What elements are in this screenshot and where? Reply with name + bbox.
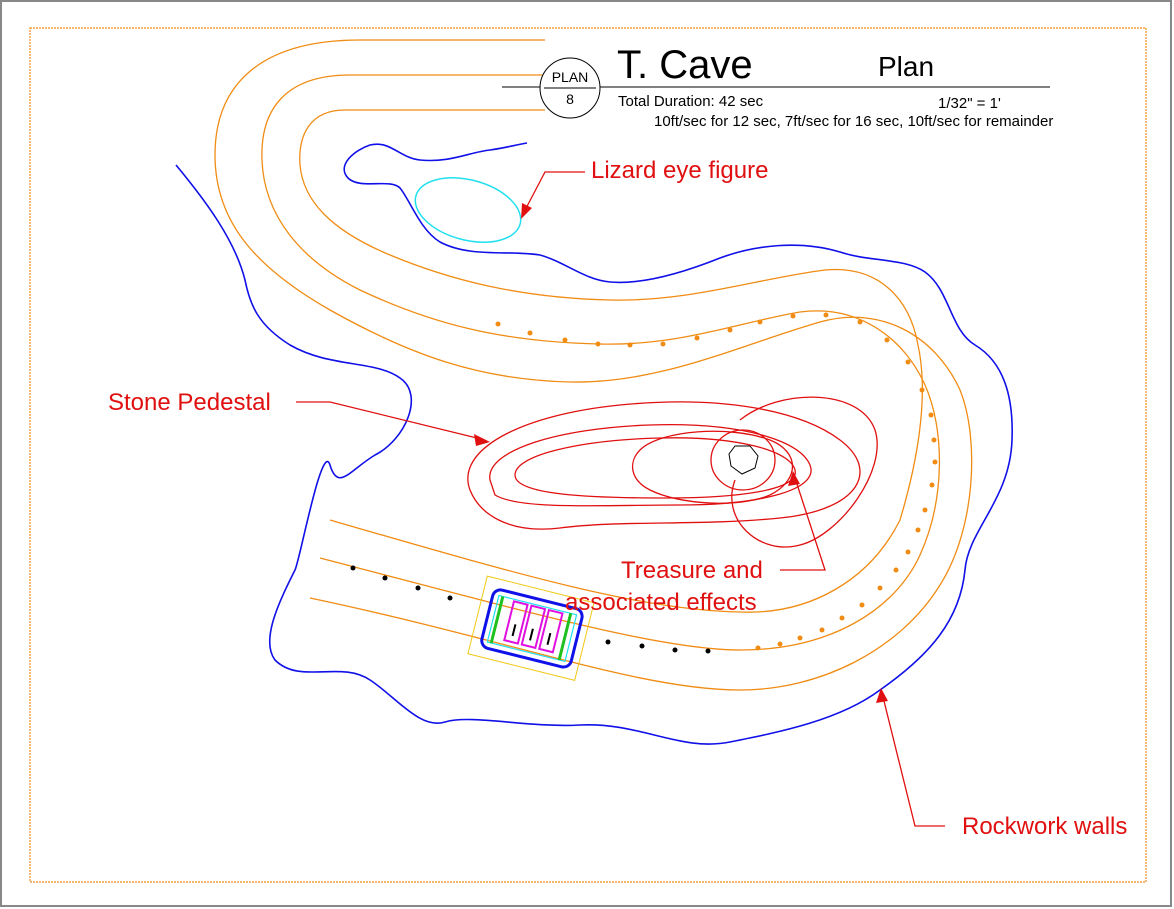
- plan-badge-number: 8: [566, 91, 574, 107]
- view-label: Plan: [878, 51, 934, 82]
- track-markers-black: [350, 565, 711, 654]
- plan-badge-label: PLAN: [552, 69, 589, 85]
- speed-text: 10ft/sec for 12 sec, 7ft/sec for 16 sec,…: [654, 113, 1053, 130]
- track-markers-orange: [495, 312, 938, 651]
- duration-text: Total Duration: 42 sec: [618, 93, 764, 110]
- drawing-title: T. Cave: [617, 43, 753, 87]
- callout-treasure-line1: Treasure and: [621, 557, 763, 584]
- callout-treasure-line2: associated effects: [565, 589, 757, 616]
- callout-rockwork-walls: Rockwork walls: [962, 813, 1127, 840]
- drawing-border: [29, 27, 1147, 883]
- treasure-object: [728, 445, 759, 475]
- callout-leaders: [296, 171, 945, 827]
- lizard-eye-figure: [414, 177, 522, 243]
- callout-stone-pedestal: Stone Pedestal: [108, 389, 271, 416]
- stone-pedestal: [467, 396, 878, 548]
- rockwork-wall-outer: [175, 142, 1013, 745]
- ride-track-center: [261, 74, 941, 651]
- callout-arrowheads: [474, 203, 888, 703]
- callout-lizard-eye: Lizard eye figure: [591, 157, 768, 184]
- ride-track-inner: [299, 109, 923, 613]
- ride-track-outer: [214, 39, 973, 691]
- scale-text: 1/32" = 1': [938, 95, 1001, 112]
- ride-vehicle: [467, 575, 595, 681]
